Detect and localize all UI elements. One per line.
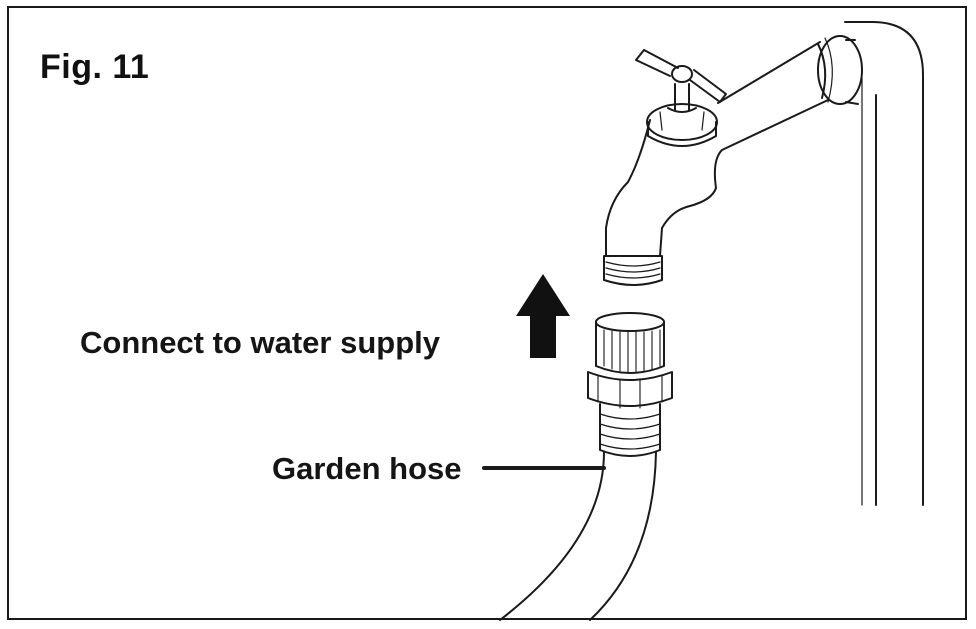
hose-coupling: [587, 312, 673, 457]
standpipe: [817, 21, 924, 506]
garden-hose-icon: [499, 451, 657, 621]
hose-label: Garden hose: [272, 451, 462, 486]
figure-frame: [7, 6, 967, 620]
connect-label: Connect to water supply: [80, 325, 440, 360]
faucet-icon: [603, 41, 829, 286]
figure-title: Fig. 11: [40, 48, 150, 86]
arrow-up-icon: [516, 274, 570, 358]
